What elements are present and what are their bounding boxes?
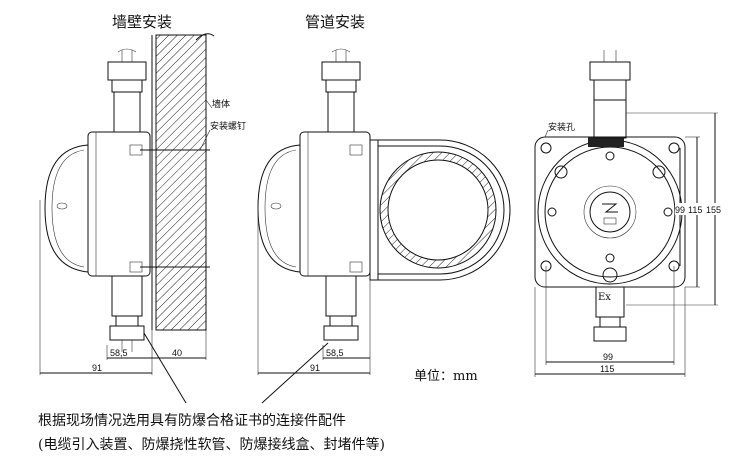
ex-mark: Ex [598,292,611,303]
leader-line-wall [143,332,187,404]
device-body [87,131,151,277]
dim-front-h115: 115 [600,364,614,374]
wall-label: 墙体 [212,98,230,110]
pipe-view: 58,5 91 [257,48,511,375]
dim-wall-91: 91 [92,363,102,373]
note-line-1: 根据现场情况选用具有防爆合格证书的连接件配件 [38,413,346,429]
wall-install-title: 墙壁安装 [112,13,172,31]
front-view: Ex 安装孔 99 115 155 99 115 [534,50,725,377]
dim-front-h99: 99 [603,352,613,362]
wall-view: 墙体 安装螺钉 58,5 40 91 [39,33,246,375]
dim-front-v99: 99 [675,205,685,215]
leader-line-pipe [261,342,329,404]
device-body-pipe [299,131,371,277]
screw-label: 安装螺钉 [210,120,246,132]
dim-front-v155: 155 [706,205,721,215]
unit-label: 单位：mm [414,369,478,384]
dim-wall-58-5: 58,5 [110,348,128,358]
mounting-hole-label: 安装孔 [548,121,575,133]
dim-wall-40: 40 [172,348,182,358]
dim-front-v115: 115 [688,205,702,215]
wall-section [155,34,207,331]
dome-cover [44,144,89,273]
note-line-2: (电缆引入装置、防爆挠性软管、防爆接线盒、封堵件等) [38,437,385,453]
dim-pipe-58-5: 58,5 [326,348,344,358]
pipe-install-title: 管道安装 [305,13,365,31]
dim-pipe-91: 91 [310,363,320,373]
